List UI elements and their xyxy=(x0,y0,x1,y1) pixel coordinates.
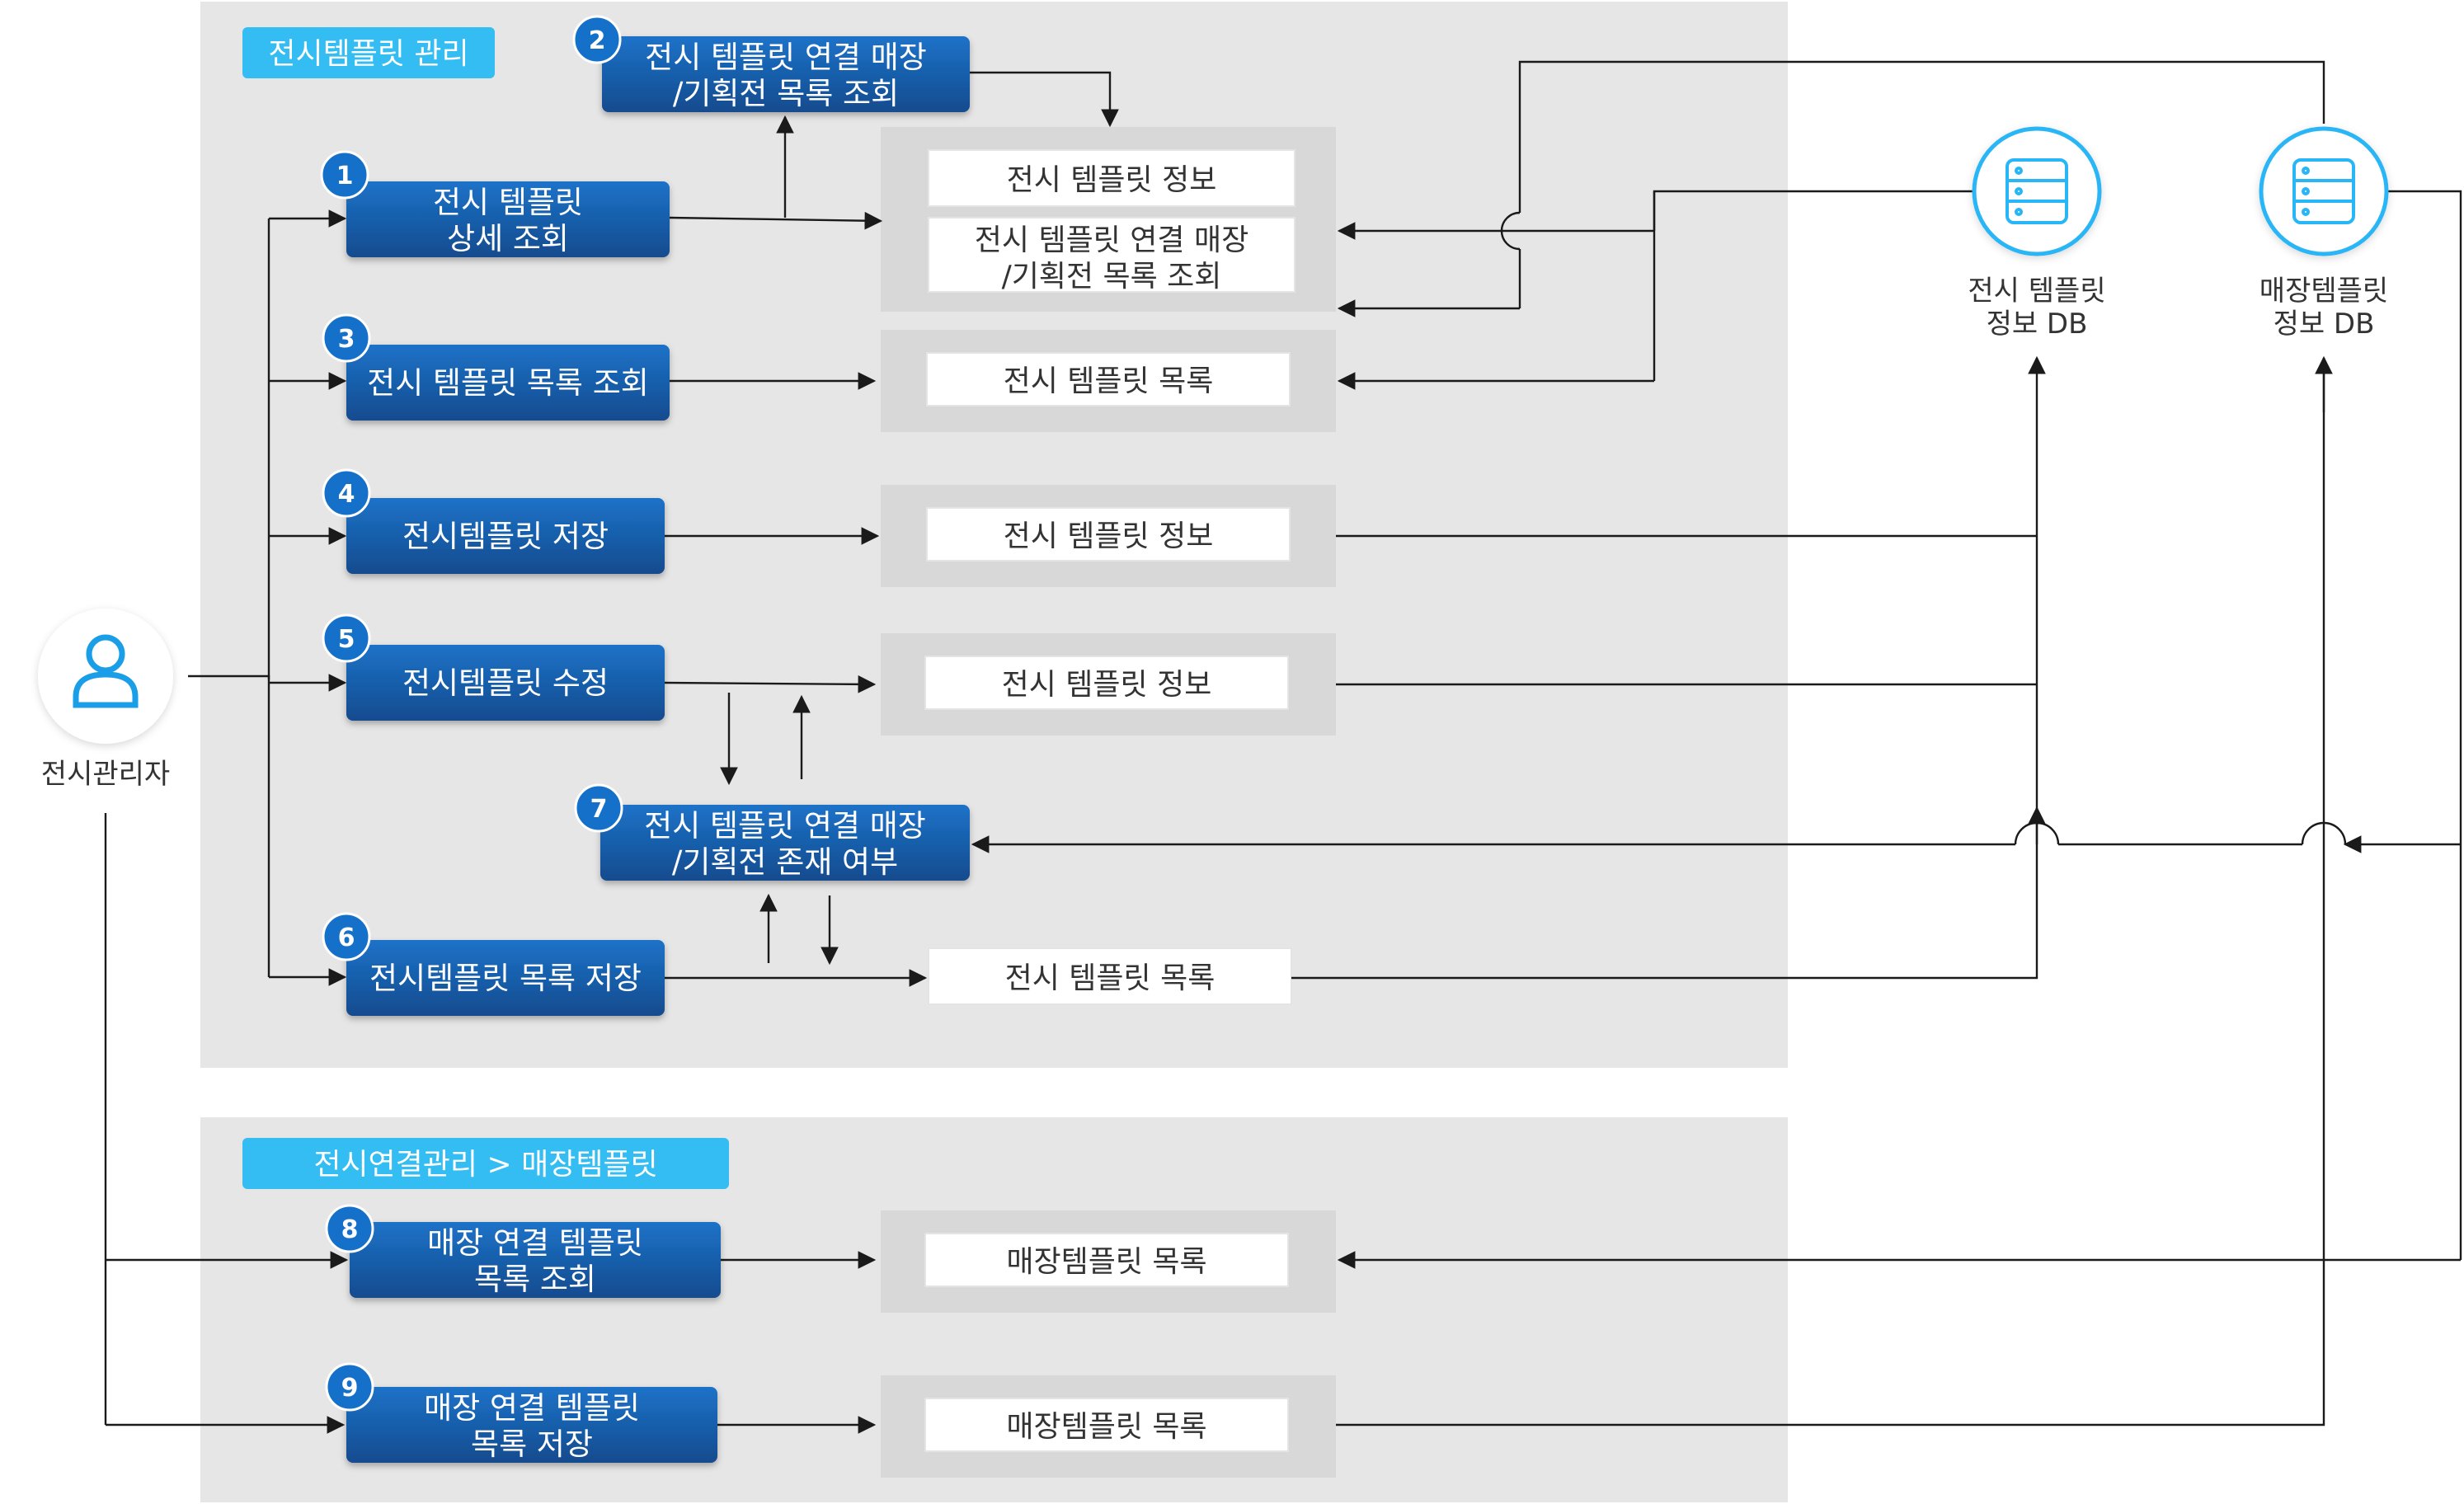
section-tag-display-link: 전시연결관리 > 매장템플릿 xyxy=(242,1138,729,1189)
svg-text:전시 템플릿 정보: 전시 템플릿 정보 xyxy=(1007,163,1217,197)
process-2-linked-store-list[interactable]: 전시 템플릿 연결 매장 /기획전 목록 조회 xyxy=(602,36,970,112)
process-1-template-detail[interactable]: 전시 템플릿 상세 조회 xyxy=(346,181,670,257)
svg-text:전시 템플릿: 전시 템플릿 xyxy=(433,185,583,220)
svg-text:2: 2 xyxy=(589,26,606,55)
svg-text:전시 템플릿 정보: 전시 템플릿 정보 xyxy=(1002,668,1212,702)
database-store-template: 매장템플릿 정보 DB xyxy=(2259,126,2389,341)
actor-admin: 전시관리자 xyxy=(38,609,173,791)
step-badge: 3 xyxy=(322,313,371,363)
svg-text:9: 9 xyxy=(341,1374,359,1403)
connector xyxy=(669,211,883,230)
output-template-list-3: 전시 템플릿 목록 xyxy=(926,352,1291,407)
connector xyxy=(2388,190,2462,1260)
svg-text:전시 템플릿 목록: 전시 템플릿 목록 xyxy=(1005,961,1216,995)
svg-text:전시 템플릿 연결 매장: 전시 템플릿 연결 매장 xyxy=(645,40,927,75)
svg-text:/기획전 존재 여부: /기획전 존재 여부 xyxy=(672,844,898,880)
database-icon xyxy=(2006,158,2068,224)
process-3-template-list[interactable]: 전시 템플릿 목록 조회 xyxy=(346,345,670,421)
process-5-template-edit[interactable]: 전시템플릿 수정 xyxy=(346,645,665,721)
connector xyxy=(1336,358,2325,1426)
svg-text:전시템플릿 수정: 전시템플릿 수정 xyxy=(402,665,609,701)
svg-text:/기획전 목록 조회: /기획전 목록 조회 xyxy=(673,76,899,111)
step-badge: 1 xyxy=(320,150,369,200)
process-8-store-template-list[interactable]: 매장 연결 템플릿 목록 조회 xyxy=(350,1222,721,1298)
svg-text:상세 조회: 상세 조회 xyxy=(447,221,569,256)
connector xyxy=(1291,844,2038,980)
svg-text:매장템플릿 목록: 매장템플릿 목록 xyxy=(1006,1245,1206,1279)
section-tag-display-template: 전시템플릿 관리 xyxy=(242,27,495,78)
database-label: 정보 DB xyxy=(1987,308,2088,341)
process-4-template-save[interactable]: 전시템플릿 저장 xyxy=(346,498,665,574)
connector xyxy=(664,675,877,693)
step-badge: 6 xyxy=(322,912,371,961)
svg-text:7: 7 xyxy=(590,795,608,824)
svg-text:매장 연결 템플릿: 매장 연결 템플릿 xyxy=(424,1390,640,1426)
svg-text:8: 8 xyxy=(341,1215,359,1244)
svg-text:전시 템플릿 연결 매장: 전시 템플릿 연결 매장 xyxy=(644,808,926,844)
database-label: 전시 템플릿 xyxy=(1968,275,2105,308)
section-tag-label: 전시템플릿 관리 xyxy=(268,37,468,71)
svg-text:매장템플릿 목록: 매장템플릿 목록 xyxy=(1006,1410,1206,1444)
output-template-list-6: 전시 템플릿 목록 xyxy=(928,947,1292,1005)
step-badge: 9 xyxy=(325,1362,374,1412)
svg-text:6: 6 xyxy=(338,924,355,952)
step-badge: 2 xyxy=(572,15,622,64)
output-store-template-list-8: 매장템플릿 목록 xyxy=(924,1233,1289,1287)
svg-text:전시 템플릿 연결 매장: 전시 템플릿 연결 매장 xyxy=(975,223,1248,257)
step-badge: 5 xyxy=(322,613,371,663)
svg-text:4: 4 xyxy=(338,480,355,509)
connector xyxy=(1518,60,2325,213)
connector xyxy=(970,71,1119,128)
svg-text:전시템플릿 저장: 전시템플릿 저장 xyxy=(402,519,609,554)
database-label: 매장템플릿 xyxy=(2259,275,2388,308)
database-label: 정보 DB xyxy=(2274,308,2375,341)
step-badge: 4 xyxy=(322,468,371,518)
svg-text:5: 5 xyxy=(338,625,355,654)
svg-text:/기획전 목록 조회: /기획전 목록 조회 xyxy=(1002,260,1222,294)
step-badge: 8 xyxy=(325,1204,374,1253)
svg-text:매장 연결 템플릿: 매장 연결 템플릿 xyxy=(427,1225,643,1261)
svg-text:목록 저장: 목록 저장 xyxy=(471,1426,593,1462)
section-tag-label: 전시연결관리 > 매장템플릿 xyxy=(313,1148,657,1182)
output-template-info-4: 전시 템플릿 정보 xyxy=(926,507,1291,562)
actor-label: 전시관리자 xyxy=(41,758,170,791)
database-display-template: 전시 템플릿 정보 DB xyxy=(1968,126,2106,341)
output-linked-store-list: 전시 템플릿 연결 매장 /기획전 목록 조회 xyxy=(928,217,1295,294)
svg-text:3: 3 xyxy=(338,325,355,354)
svg-text:전시템플릿 목록 저장: 전시템플릿 목록 저장 xyxy=(369,961,642,996)
database-icon xyxy=(2292,158,2355,224)
step-badge: 7 xyxy=(574,783,623,833)
connector-hop xyxy=(2014,821,2060,845)
output-template-info-5: 전시 템플릿 정보 xyxy=(924,656,1289,710)
svg-text:전시 템플릿 정보: 전시 템플릿 정보 xyxy=(1004,519,1214,553)
output-template-info-1: 전시 템플릿 정보 xyxy=(928,149,1295,207)
output-store-template-list-9: 매장템플릿 목록 xyxy=(924,1398,1289,1452)
svg-text:1: 1 xyxy=(336,162,354,190)
process-7-linked-store-exists[interactable]: 전시 템플릿 연결 매장 /기획전 존재 여부 xyxy=(600,805,970,881)
svg-text:전시 템플릿 목록: 전시 템플릿 목록 xyxy=(1004,364,1214,398)
user-icon xyxy=(73,634,139,708)
svg-text:목록 조회: 목록 조회 xyxy=(474,1262,596,1297)
process-6-template-list-save[interactable]: 전시템플릿 목록 저장 xyxy=(346,940,665,1016)
process-9-store-template-save[interactable]: 매장 연결 템플릿 목록 저장 xyxy=(346,1387,717,1463)
svg-text:전시 템플릿 목록 조회: 전시 템플릿 목록 조회 xyxy=(367,365,649,401)
